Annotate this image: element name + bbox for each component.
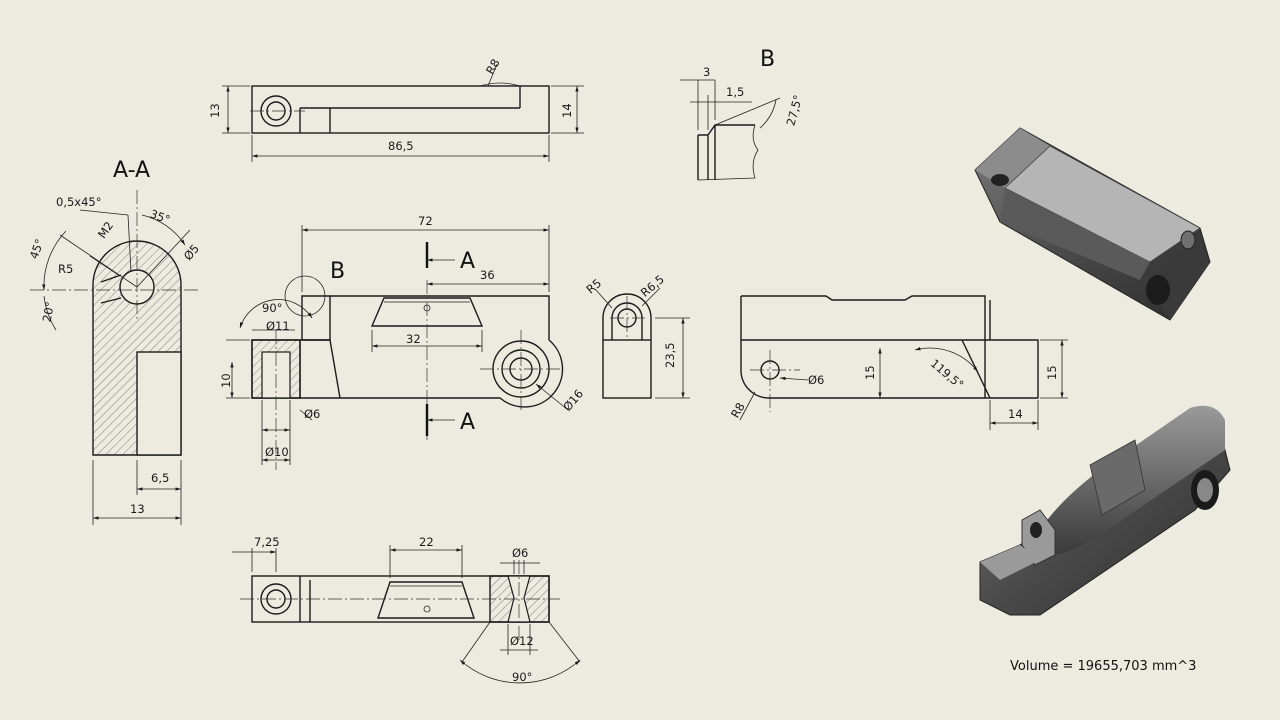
- isometric-view-top: [974, 127, 1211, 321]
- dim-det-3: 3: [703, 65, 710, 79]
- dim-bot-phi6: Ø6: [512, 546, 528, 560]
- dim-13: 13: [130, 502, 145, 516]
- dim-top-14: 14: [560, 103, 574, 118]
- right-view: Ø6 R8 15 119,5° 15 14: [728, 295, 1068, 430]
- dim-6-5: 6,5: [151, 471, 169, 485]
- dim-m2: M2: [95, 219, 116, 241]
- cut-label-bottom: A: [460, 410, 475, 435]
- dim-right-119-5: 119,5°: [928, 356, 967, 392]
- side-view: R5 R6,5 23,5: [583, 272, 690, 399]
- dim-main-phi10: Ø10: [265, 445, 289, 459]
- detail-ref-label: B: [330, 259, 345, 284]
- dim-bot-22: 22: [419, 535, 434, 549]
- dim-det-1-5: 1,5: [726, 85, 744, 99]
- dim-main-90: 90°: [262, 301, 282, 315]
- dim-main-36: 36: [480, 268, 495, 282]
- dim-side-23-5: 23,5: [663, 342, 677, 368]
- dim-r5: R5: [58, 262, 73, 276]
- dim-45deg: 45°: [27, 237, 47, 261]
- dim-right-phi6: Ø6: [808, 373, 824, 387]
- dim-main-10: 10: [219, 373, 233, 388]
- detail-view-b: B 3 1,5 27,5°: [680, 47, 806, 181]
- dim-bot-90: 90°: [512, 670, 532, 684]
- bottom-view: 7,25 22 Ø6 Ø12 90°: [232, 535, 581, 684]
- dim-det-27-5: 27,5°: [784, 93, 806, 127]
- dim-main-32: 32: [406, 332, 421, 346]
- dim-right-15b: 15: [1045, 365, 1059, 380]
- section-label: A-A: [113, 158, 150, 183]
- dim-top-r8: R8: [483, 56, 503, 76]
- dim-20deg: 20°: [40, 301, 57, 324]
- detail-label: B: [760, 47, 775, 72]
- dim-main-phi16: Ø16: [560, 387, 586, 414]
- dim-chamfer: 0,5x45°: [56, 195, 101, 209]
- cut-label-top: A: [460, 249, 475, 274]
- dim-right-15a: 15: [863, 365, 877, 380]
- dim-side-r5: R5: [583, 276, 604, 297]
- dim-35deg: 35°: [148, 207, 172, 227]
- section-view-a-a: A-A 0,5x45° M2 35° 45° Ø5 R5 20° 6,5 13: [27, 158, 202, 525]
- dim-bot-7-25: 7,25: [254, 535, 280, 549]
- volume-readout: Volume = 19655,703 mm^3: [1010, 659, 1196, 674]
- dim-top-13: 13: [208, 103, 222, 118]
- dim-phi5: Ø5: [181, 242, 202, 264]
- dim-main-72: 72: [418, 214, 433, 228]
- top-view: R8 13 14 86,5: [208, 56, 584, 162]
- isometric-view-bottom: [979, 405, 1231, 616]
- front-view: A A B 72 36 32 90° Ø11 10 Ø6 Ø10 Ø16: [219, 214, 586, 470]
- dim-bot-phi12: Ø12: [510, 634, 534, 648]
- dim-main-phi11: Ø11: [266, 319, 290, 333]
- dim-top-86-5: 86,5: [388, 139, 414, 153]
- dim-right-14: 14: [1008, 407, 1023, 421]
- dim-main-phi6: Ø6: [304, 407, 320, 421]
- dim-right-r8: R8: [728, 400, 748, 420]
